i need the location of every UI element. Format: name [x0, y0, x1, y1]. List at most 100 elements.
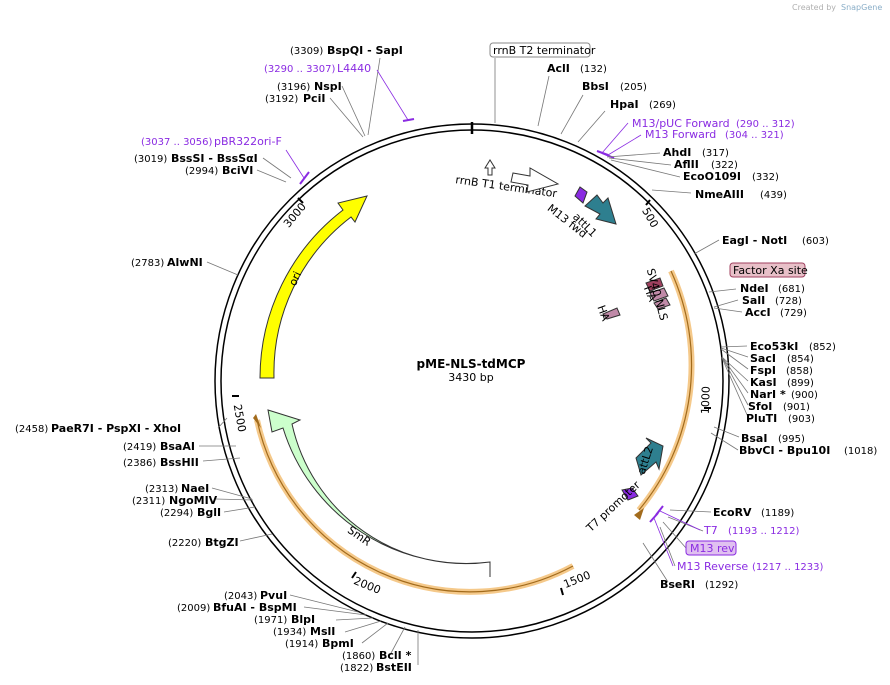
leader-line	[610, 159, 681, 178]
ha2-label: HA	[594, 303, 612, 323]
leader-line	[303, 606, 367, 616]
ha2-feature	[602, 307, 621, 320]
leader-line	[239, 533, 273, 542]
primer-leader-line	[376, 69, 409, 121]
primer-marks	[299, 118, 664, 523]
leader-line	[537, 75, 550, 127]
site-bcivi-pos: (2994)	[185, 166, 218, 177]
leader-line	[720, 345, 748, 348]
site-ecorv-pos: (1189)	[761, 508, 794, 519]
tick-mark	[645, 199, 651, 206]
t7-promoter-arrow	[621, 487, 639, 501]
site-pluti-pos: (903)	[788, 414, 815, 425]
rrnb-t1-arrow	[484, 159, 496, 176]
site-kasi-pos: (899)	[787, 378, 814, 389]
site-ecorv-name: EcoRV	[713, 506, 752, 519]
t7-primer-name: T7	[703, 524, 718, 537]
site-bsshii-pos: (2386)	[123, 458, 156, 469]
leader-line	[367, 57, 381, 136]
ori-label: ori	[286, 269, 304, 287]
attl2-arrow	[635, 437, 664, 476]
orange-band-bottom-line	[256, 419, 574, 593]
site-acli-name: AclI	[547, 62, 570, 75]
leader-line	[606, 152, 661, 158]
site-aflii-name: AflII	[674, 158, 699, 171]
site-paer7i-xhoi-pos: (2458)	[15, 424, 48, 435]
site-nmeaiii-name: NmeAIII	[695, 188, 744, 201]
site-ahdi-name: AhdI	[663, 146, 691, 159]
site-bbsi-pos: (205)	[620, 82, 647, 93]
m13-rev-box	[685, 540, 737, 556]
l4440-name: L4440	[337, 62, 371, 75]
l4440-primer-mark	[402, 118, 415, 122]
site-paer7i-xhoi-name: PaeR7I - PspXI - XhoI	[51, 422, 181, 435]
leader-line	[608, 157, 672, 166]
orange-band-bottom	[254, 419, 575, 595]
site-acci-name: AccI	[745, 306, 771, 319]
terminator-box-label: rrnB T2 terminator	[493, 44, 596, 57]
site-bgli-pos: (2294)	[160, 508, 193, 519]
site-hpai-pos: (269)	[649, 100, 676, 111]
leader-line	[713, 426, 740, 438]
tick-mark	[560, 587, 564, 596]
leader-line	[659, 526, 676, 567]
leader-line	[710, 432, 739, 451]
site-naei-name: NaeI	[181, 482, 209, 495]
site-pvui-pos: (2043)	[224, 591, 257, 602]
site-ecoo109i-name: EcoO109I	[683, 170, 741, 183]
leader-line	[262, 157, 292, 179]
primer-leader-line	[659, 510, 701, 531]
site-blpi-pos: (1971)	[254, 615, 287, 626]
ha1-label: HA	[641, 284, 659, 304]
site-bpmi-name: BpmI	[322, 637, 354, 650]
m13-fwd-primer-arrow	[574, 186, 588, 204]
site-bbvci-bpu10i-pos: (1018)	[844, 446, 877, 457]
leader-line	[721, 356, 749, 382]
sv40-nls-feature	[653, 297, 671, 310]
leader-line	[662, 521, 687, 549]
leader-line	[215, 498, 254, 501]
pbr322ori-name: pBR322ori-F	[214, 135, 282, 148]
site-ngomiv-name: NgoMIV	[169, 494, 218, 507]
primer-leader-lines	[285, 69, 701, 567]
site-nari-name: NarI *	[750, 388, 786, 401]
site-sfoi-pos: (901)	[783, 402, 810, 413]
leader-line	[721, 357, 749, 418]
orange-band-right-line	[638, 270, 693, 511]
site-bcivi-name: BciVI	[222, 164, 253, 177]
primer-leader-line	[607, 134, 642, 156]
site-pcii-name: PciI	[303, 92, 325, 105]
site-nspi-pos: (3196)	[277, 82, 310, 93]
factor-xa-box-label: Factor Xa site	[733, 264, 808, 277]
site-fspi-name: FspI	[750, 364, 776, 377]
leader-line	[713, 299, 739, 308]
leader-line	[560, 94, 584, 135]
ori-feature-arrow	[259, 195, 368, 379]
terminator-box	[489, 42, 591, 58]
site-sfoi-name: SfoI	[748, 400, 772, 413]
site-bsshii-name: BssHII	[160, 456, 199, 469]
site-bfuai-bspmi-pos: (2009)	[177, 603, 210, 614]
site-pcii-pos: (3192)	[265, 94, 298, 105]
site-msli-pos: (1934)	[273, 627, 306, 638]
tick-mark	[351, 571, 357, 579]
site-alwni-name: AlwNI	[167, 256, 203, 269]
site-kasi-name: KasI	[750, 376, 777, 389]
leader-lines	[199, 57, 749, 665]
site-acli-pos: (132)	[580, 64, 607, 75]
plasmid-name: pME-NLS-tdMCP	[417, 357, 526, 371]
tick-label-2500: 2500	[231, 403, 249, 433]
site-saci-name: SacI	[750, 352, 776, 365]
site-bseri-name: BseRI	[660, 578, 695, 591]
credit-app-name: SnapGene	[841, 3, 882, 12]
leader-line	[693, 239, 720, 255]
leader-line	[329, 97, 364, 138]
site-eco53ki-pos: (852)	[809, 342, 836, 353]
site-ngomiv-pos: (2311)	[132, 496, 165, 507]
leader-line	[335, 617, 374, 621]
site-nari-pos: (900)	[791, 390, 818, 401]
leader-line	[256, 169, 287, 183]
site-sali-pos: (728)	[775, 296, 802, 307]
site-hpai-name: HpaI	[610, 98, 639, 111]
